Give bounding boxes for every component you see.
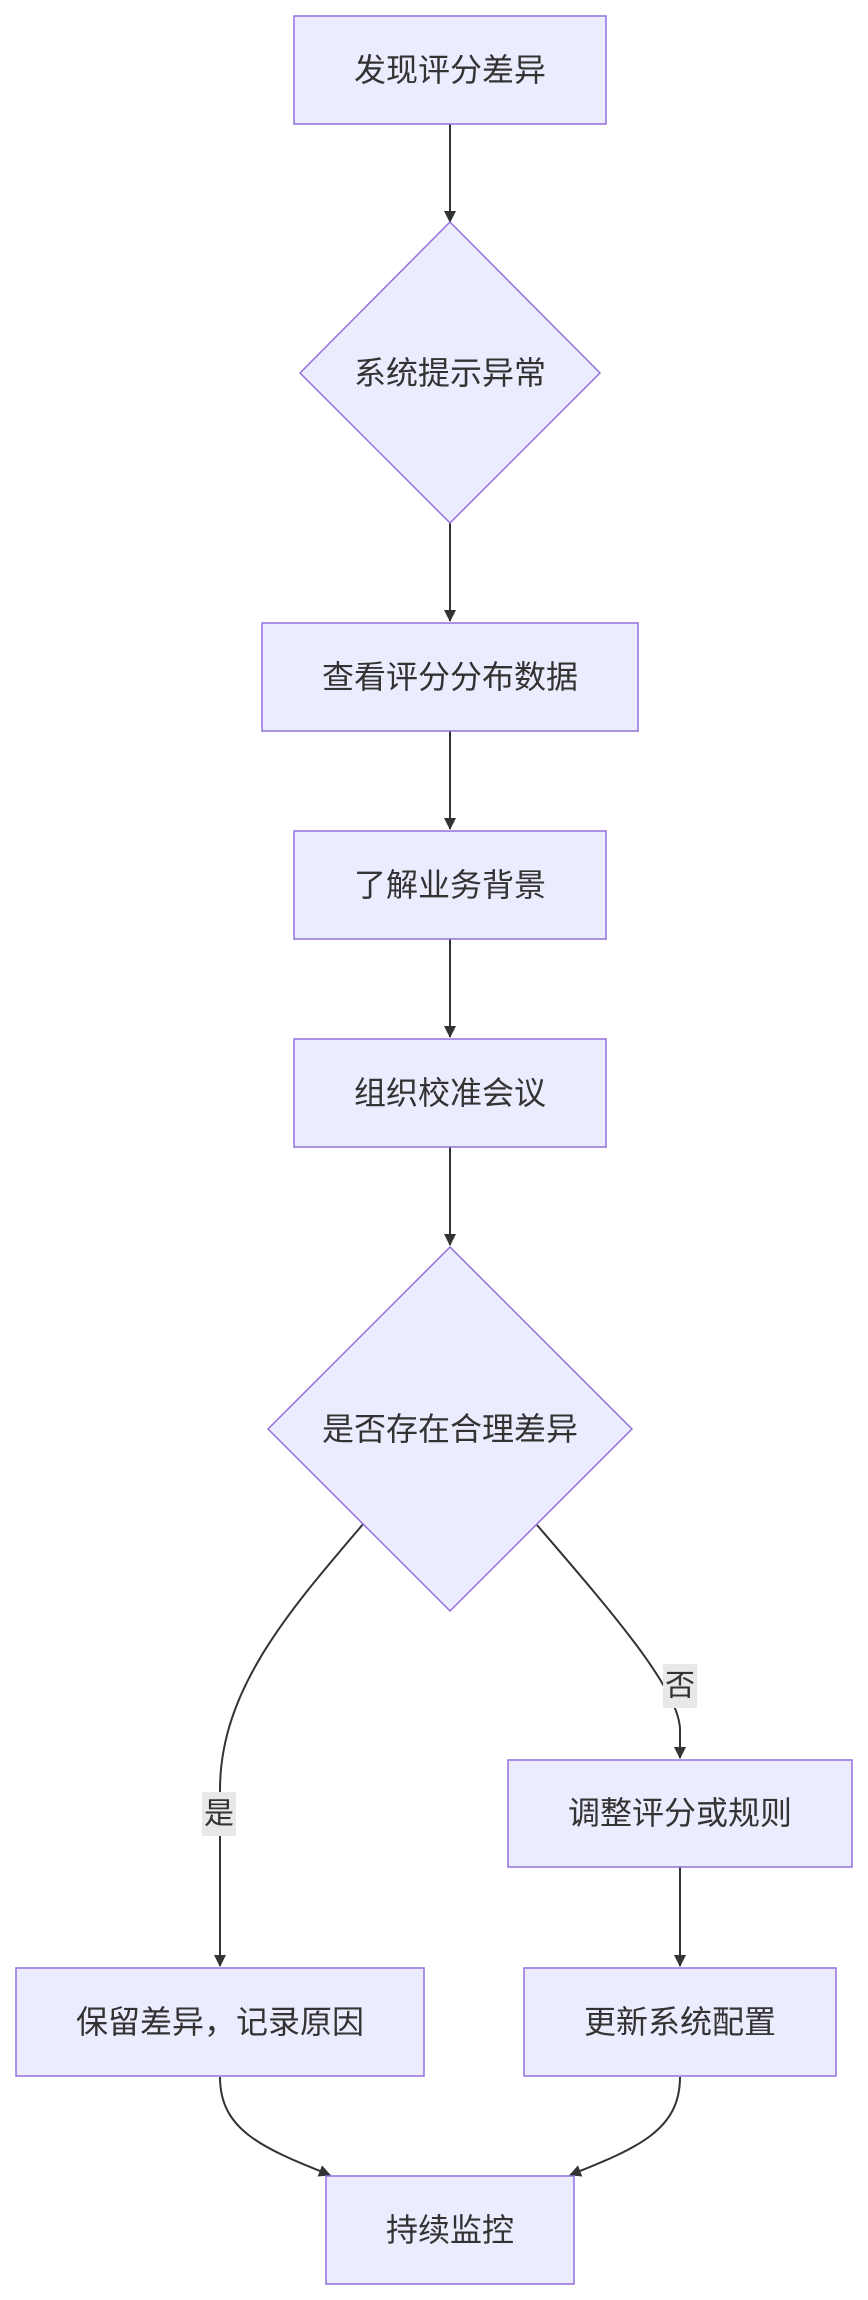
- node-adjust: 调整评分或规则: [507, 1759, 853, 1868]
- node-context: 了解业务背景: [293, 830, 607, 940]
- node-update: 更新系统配置: [523, 1967, 837, 2077]
- node-monitor: 持续监控: [325, 2175, 575, 2285]
- node-view-data: 查看评分分布数据: [261, 622, 639, 732]
- svg-text:是: 是: [204, 1797, 234, 1832]
- node-meeting: 组织校准会议: [293, 1038, 607, 1148]
- edge-keep-monitor: [219, 2076, 331, 2177]
- svg-text:系统提示异常: 系统提示异常: [354, 354, 546, 392]
- node-keep: 保留差异，记录原因: [15, 1967, 425, 2077]
- svg-text:调整评分或规则: 调整评分或规则: [568, 1794, 792, 1832]
- node-discover: 发现评分差异: [293, 15, 607, 125]
- edge-label-yes: 是: [202, 1792, 236, 1836]
- node-decision: 是否存在合理差异: [266, 1245, 634, 1613]
- svg-text:查看评分分布数据: 查看评分分布数据: [322, 658, 578, 696]
- svg-text:否: 否: [665, 1669, 695, 1704]
- edge-label-no: 否: [663, 1664, 697, 1708]
- svg-text:持续监控: 持续监控: [386, 2211, 514, 2249]
- edge-decision-adjust: [536, 1524, 686, 1759]
- svg-text:是否存在合理差异: 是否存在合理差异: [322, 1410, 578, 1448]
- edge-update-monitor: [569, 2076, 681, 2177]
- svg-text:组织校准会议: 组织校准会议: [354, 1074, 546, 1112]
- svg-text:保留差异，记录原因: 保留差异，记录原因: [76, 2003, 364, 2041]
- edges: [214, 124, 686, 2177]
- node-alert: 系统提示异常: [298, 220, 602, 525]
- svg-text:发现评分差异: 发现评分差异: [354, 51, 546, 89]
- edge-decision-keep: [214, 1522, 365, 1967]
- svg-text:更新系统配置: 更新系统配置: [584, 2003, 776, 2041]
- svg-text:了解业务背景: 了解业务背景: [354, 866, 546, 904]
